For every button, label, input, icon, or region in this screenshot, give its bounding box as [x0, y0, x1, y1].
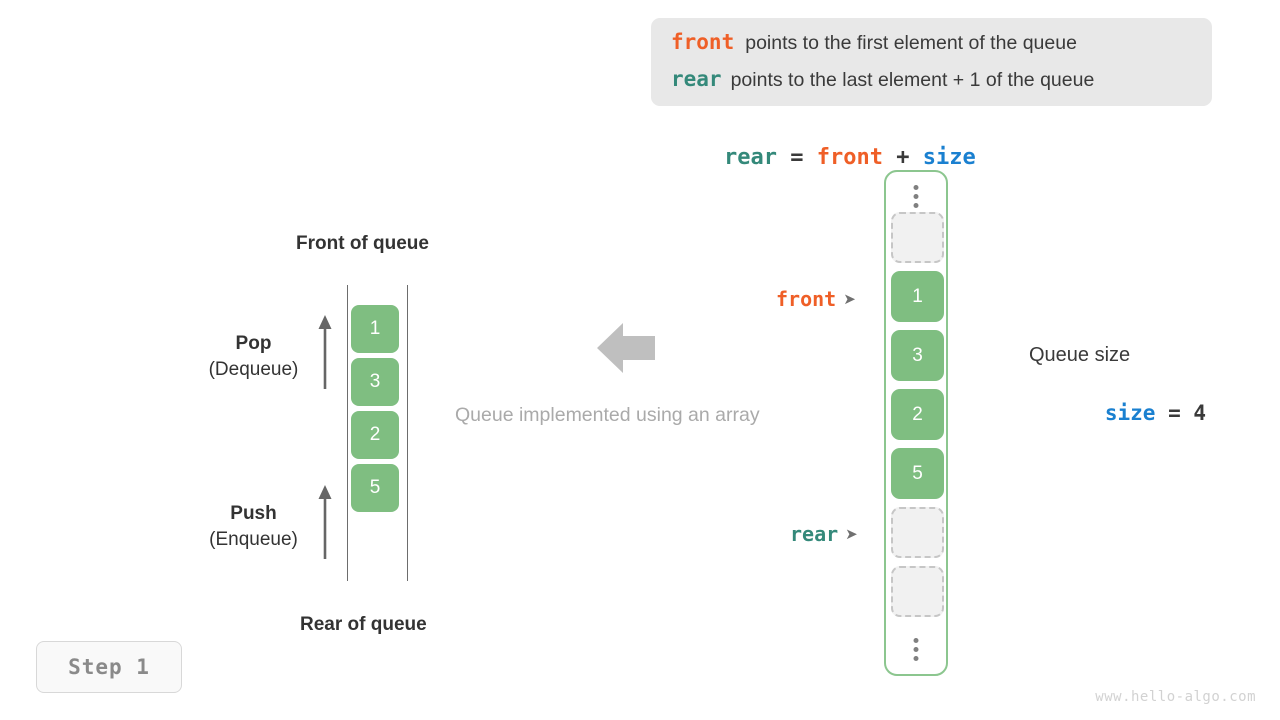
formula-plus: + — [896, 145, 910, 170]
queue-rail-right — [407, 285, 408, 581]
rear-pointer-arrowhead-icon: ➤ — [845, 525, 858, 543]
legend-keyword-front: front — [671, 30, 735, 54]
array-cell-empty — [891, 566, 944, 617]
front-of-queue-label: Front of queue — [296, 233, 429, 254]
legend-line-front: front points to the first element of the… — [671, 30, 1192, 67]
queue-size-annotation: Queue size size = 4 — [1029, 344, 1206, 449]
left-arrow-icon — [597, 323, 655, 373]
pop-operation-group: Pop (Dequeue) — [186, 333, 321, 381]
array-cell-filled: 1 — [891, 271, 944, 322]
push-title: Push — [230, 503, 277, 524]
formula-term-size: size — [922, 145, 976, 170]
pop-subtitle: (Dequeue) — [208, 359, 299, 380]
legend-box: front points to the first element of the… — [651, 18, 1212, 106]
watermark: www.hello-algo.com — [1095, 689, 1256, 705]
step-badge: Step 1 — [36, 641, 182, 693]
legend-description-rear: points to the last element + 1 of the qu… — [730, 69, 1095, 91]
legend-description-front: points to the first element of the queue — [745, 32, 1077, 54]
size-equals: = — [1168, 401, 1181, 425]
queue-size-title: Queue size — [1029, 344, 1131, 366]
rear-pointer-label: rear — [790, 522, 839, 546]
size-value: 4 — [1193, 401, 1207, 425]
array-cell-filled: 5 — [891, 448, 944, 499]
array-cell-filled: 2 — [891, 389, 944, 440]
push-subtitle: (Enqueue) — [209, 529, 298, 550]
queue-cell: 5 — [351, 464, 399, 512]
rear-pointer: rear ➤ — [790, 522, 858, 546]
array-cell-empty — [891, 212, 944, 263]
front-pointer: front ➤ — [776, 287, 856, 311]
front-pointer-label: front — [776, 287, 837, 311]
array-cell-empty — [891, 507, 944, 558]
formula-rear-equals-front-plus-size: rear = front + size — [671, 120, 976, 195]
array-cell-filled: 3 — [891, 330, 944, 381]
push-up-arrow-icon — [318, 485, 332, 559]
queue-cell: 3 — [351, 358, 399, 406]
formula-term-front: front — [816, 145, 883, 170]
rear-of-queue-label: Rear of queue — [300, 614, 427, 635]
size-expression: size = 4 — [1029, 377, 1206, 449]
vertical-ellipsis-icon-bottom — [913, 638, 919, 661]
queue-rail-left — [347, 285, 348, 581]
array-implementation-caption: Queue implemented using an array — [455, 404, 760, 426]
size-variable-name: size — [1104, 401, 1156, 425]
formula-equals: = — [790, 145, 804, 170]
queue-cell: 1 — [351, 305, 399, 353]
pop-up-arrow-icon — [318, 315, 332, 389]
front-pointer-arrowhead-icon: ➤ — [843, 290, 856, 308]
array-column: 1 3 2 5 — [884, 170, 948, 676]
pop-title: Pop — [235, 333, 272, 354]
vertical-ellipsis-icon-top — [913, 185, 919, 208]
legend-keyword-rear: rear — [671, 67, 722, 91]
queue-cell: 2 — [351, 411, 399, 459]
legend-line-rear: rear points to the last element + 1 of t… — [671, 67, 1192, 104]
formula-term-rear: rear — [723, 145, 777, 170]
push-operation-group: Push (Enqueue) — [186, 503, 321, 551]
